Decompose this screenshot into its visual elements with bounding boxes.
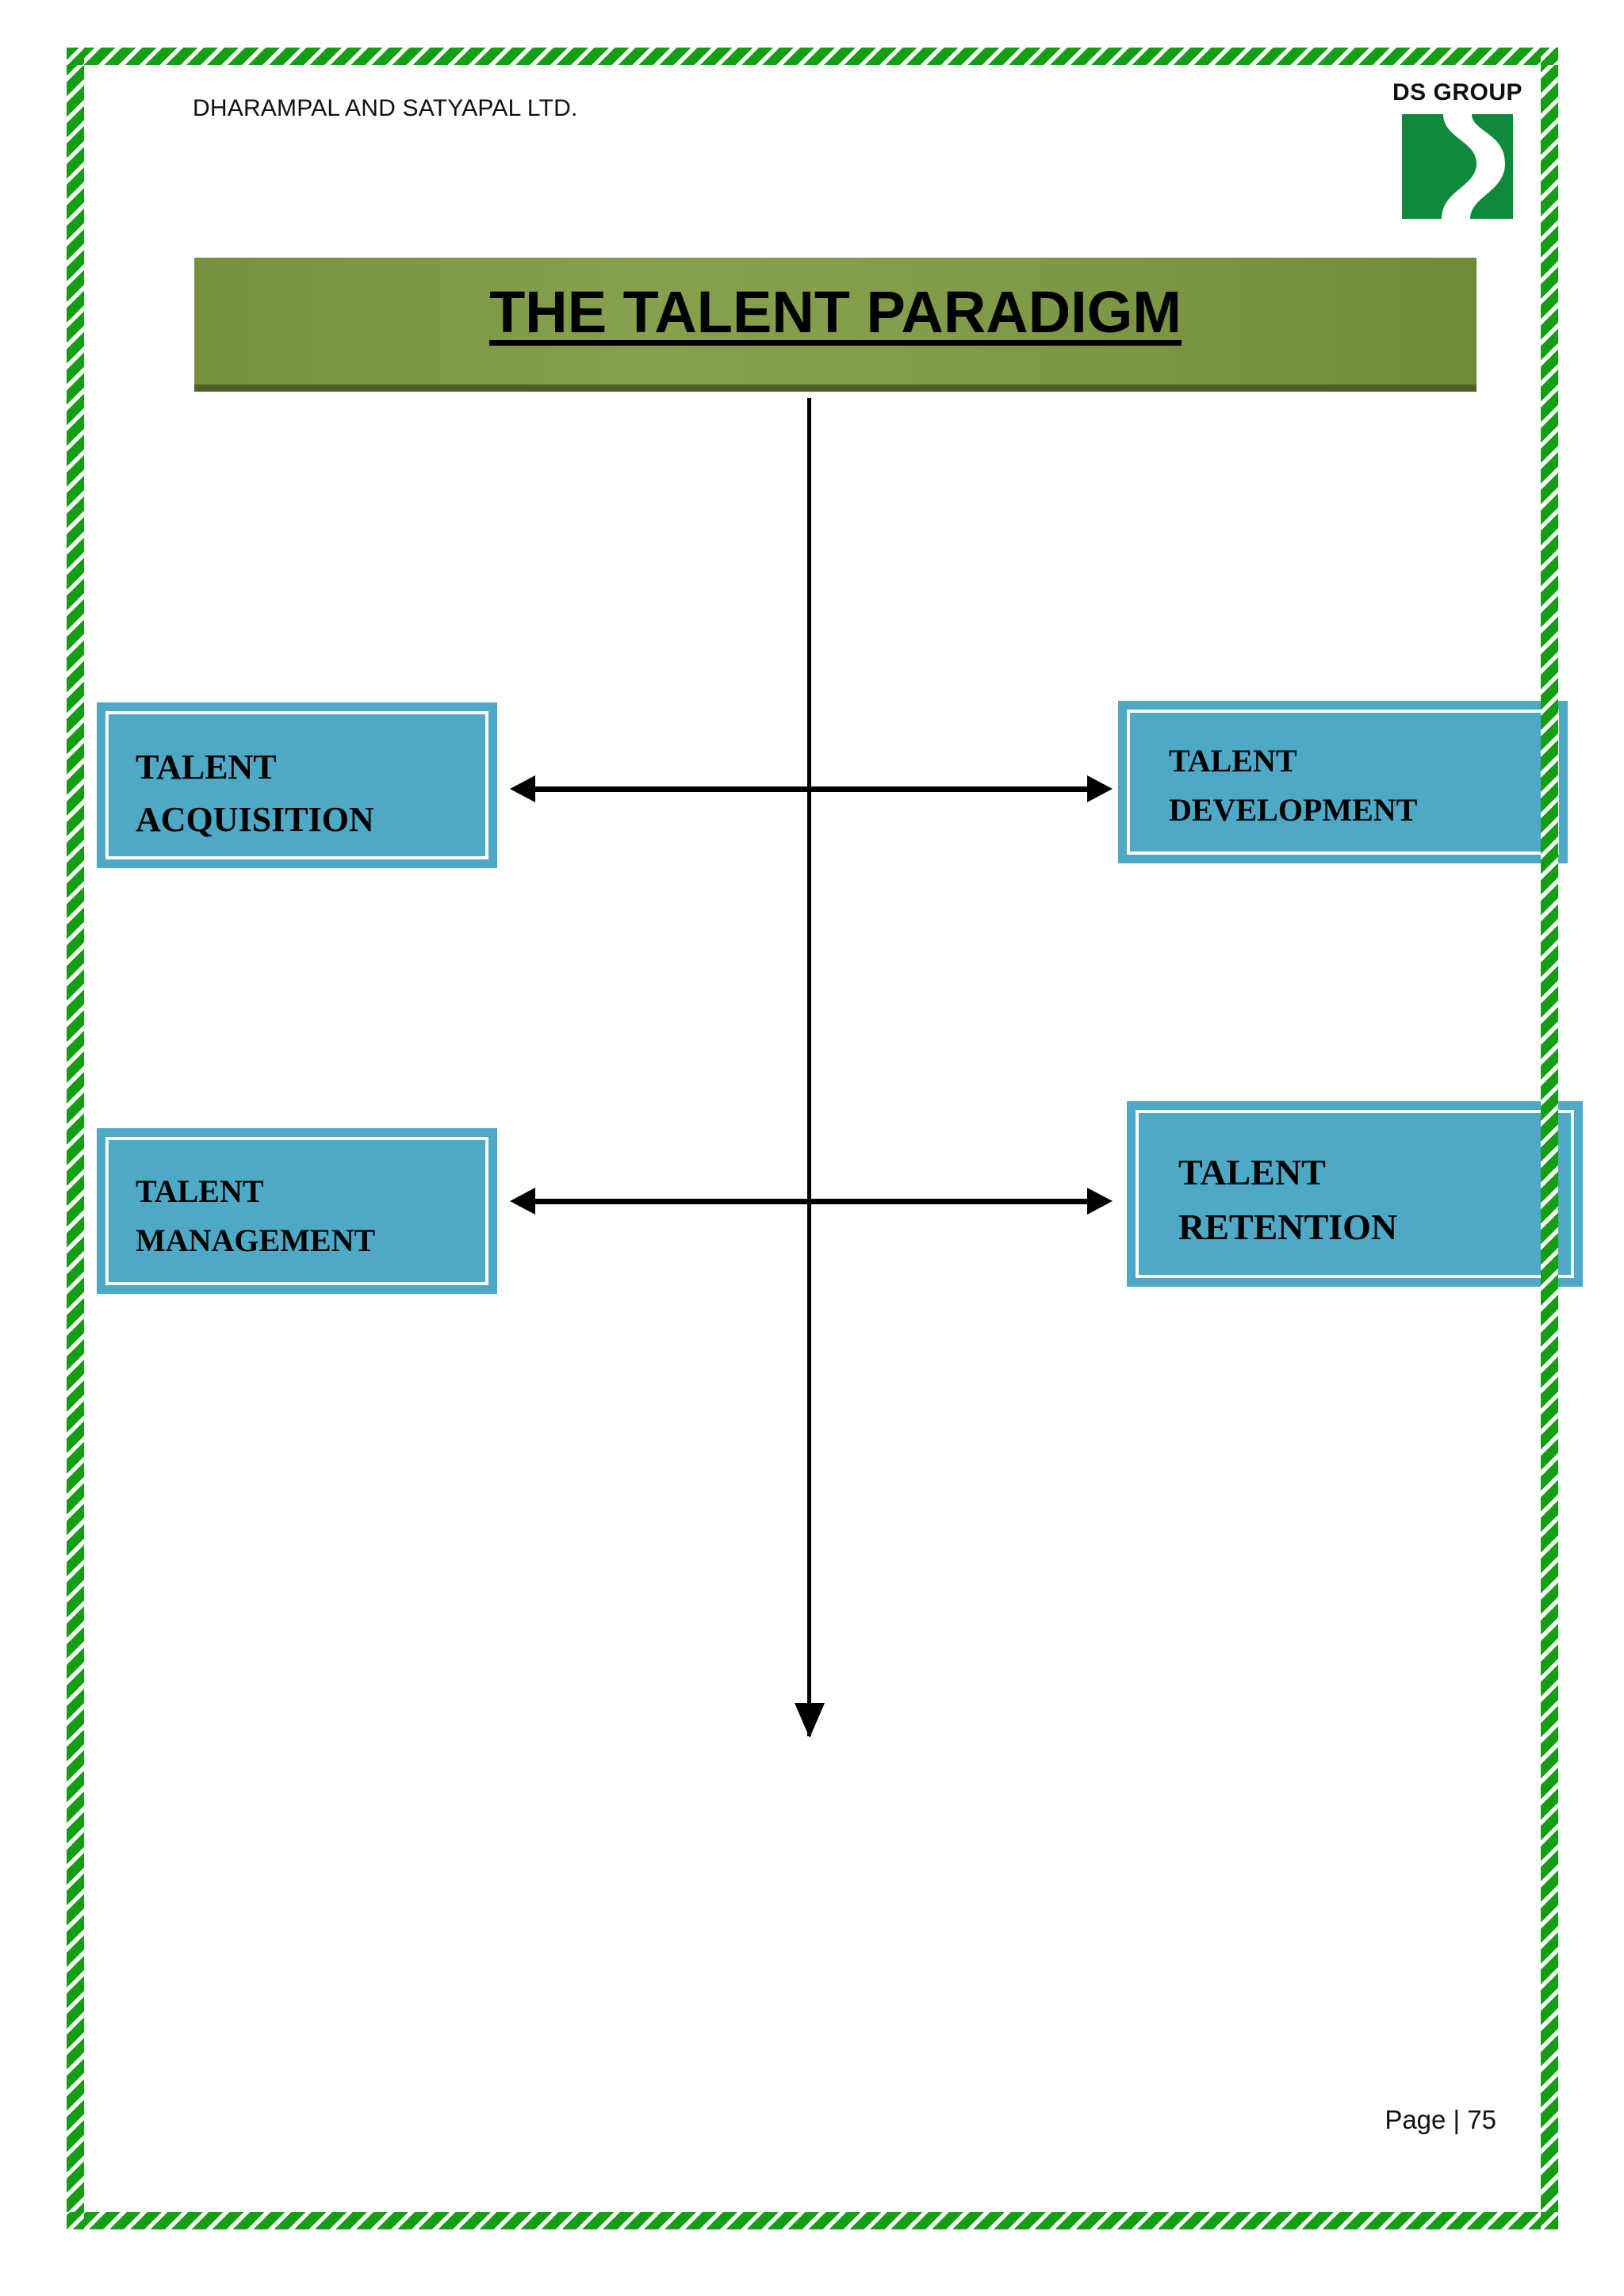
title-banner: THE TALENT PARADIGM: [194, 258, 1477, 385]
logo-wordmark: DS GROUP: [1392, 79, 1523, 105]
header-company-name: DHARAMPAL AND SATYAPAL LTD.: [193, 95, 578, 121]
vertical-connector-line: [807, 398, 811, 1736]
node-label-line1: TALENT: [136, 748, 277, 786]
node-label-line1: TALENT: [136, 1173, 264, 1209]
vertical-arrowhead-down-icon: [795, 1703, 825, 1738]
node-talent-acquisition: TALENT ACQUISITION: [97, 702, 497, 868]
page-title: THE TALENT PARADIGM: [489, 279, 1182, 345]
node-label-line2: MANAGEMENT: [136, 1223, 376, 1258]
node-label-line1: TALENT: [1169, 743, 1297, 779]
node-label-line1: TALENT: [1178, 1152, 1326, 1192]
arrowhead-right-icon: [1087, 1188, 1113, 1215]
arrowhead-left-icon: [510, 775, 535, 802]
node-talent-development: TALENT DEVELOPMENT: [1118, 701, 1568, 863]
node-label-line2: ACQUISITION: [136, 800, 374, 839]
arrowhead-left-icon: [510, 1188, 535, 1215]
ds-group-s-swirl-icon: [1402, 114, 1513, 219]
node-label-line2: DEVELOPMENT: [1169, 792, 1418, 828]
node-label-line2: RETENTION: [1178, 1207, 1398, 1247]
node-talent-retention: TALENT RETENTION: [1127, 1101, 1583, 1287]
ds-group-logo: DS GROUP: [1381, 79, 1537, 219]
horizontal-double-arrow-bottom: [510, 1188, 1113, 1215]
arrowhead-right-icon: [1087, 775, 1113, 802]
page-footer: Page | 75: [1385, 2105, 1496, 2134]
horizontal-double-arrow-top: [510, 775, 1113, 802]
node-talent-management: TALENT MANAGEMENT: [97, 1128, 497, 1294]
